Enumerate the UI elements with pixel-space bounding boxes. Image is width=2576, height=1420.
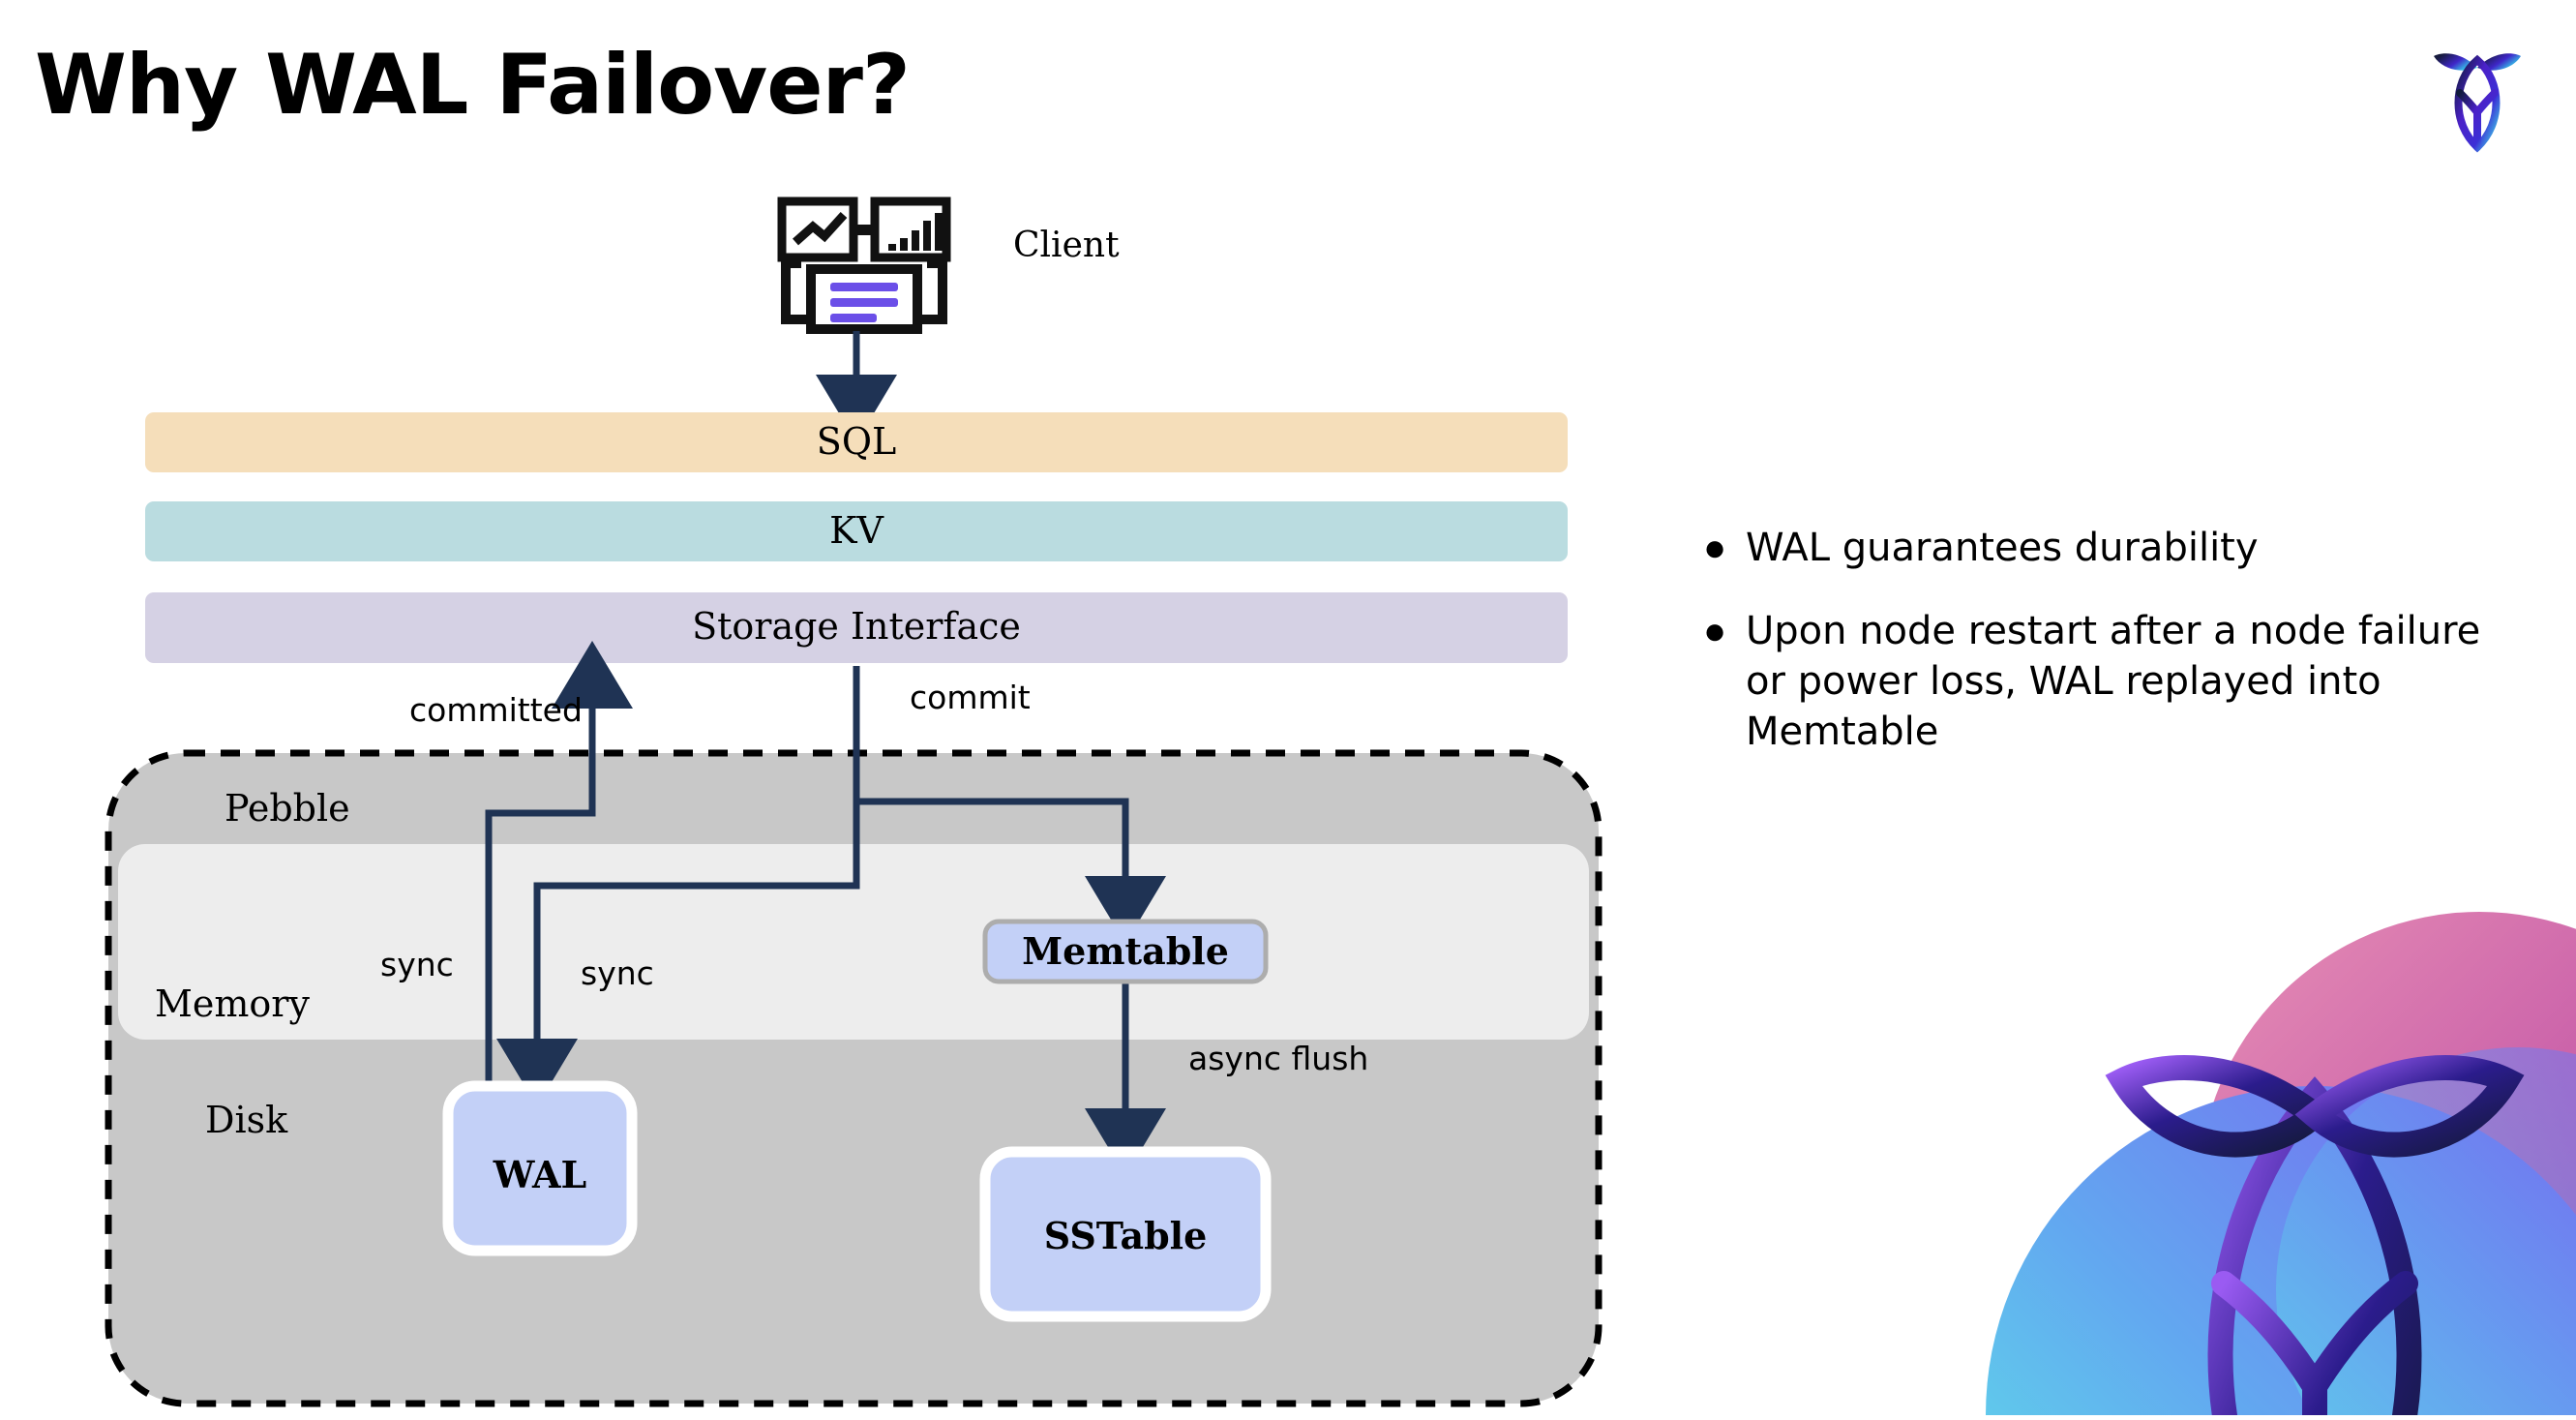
list-item: ● Upon node restart after a node failure… (1703, 606, 2516, 757)
bullet-list: ● WAL guarantees durability ● Upon node … (1703, 523, 2516, 790)
edge-label-async-flush: async flush (1188, 1040, 1368, 1077)
edge-label-sync-left: sync (380, 946, 454, 983)
node-label-memtable: Memtable (1022, 929, 1229, 973)
page-title: Why WAL Failover? (35, 37, 911, 134)
bullet-marker-icon: ● (1703, 527, 1727, 569)
arrow-committed (485, 641, 633, 1200)
layer-bar-kv: KV (145, 501, 1568, 561)
decorative-logo-artwork (1899, 873, 2576, 1415)
layer-bar-sql: SQL (145, 412, 1568, 472)
edge-label-committed: committed (409, 691, 583, 729)
bullet-text: WAL guarantees durability (1746, 526, 2259, 570)
arrow-commit-to-memtable (856, 798, 1166, 944)
node-sstable: SSTable (979, 1146, 1272, 1322)
memory-label: Memory (155, 982, 310, 1025)
client-label: Client (1013, 226, 1120, 265)
cockroachdb-logo (2410, 27, 2545, 163)
node-label-wal: WAL (493, 1153, 586, 1196)
arrow-commit-to-wal (496, 666, 860, 1106)
node-wal: WAL (442, 1080, 638, 1256)
edge-label-commit: commit (910, 679, 1031, 716)
disk-label: Disk (205, 1099, 288, 1141)
client-dashboard-icon (777, 196, 951, 334)
layer-label-sql: SQL (817, 420, 896, 463)
layer-label-storage-interface: Storage Interface (692, 605, 1021, 648)
layer-bar-storage-interface: Storage Interface (145, 592, 1568, 663)
bullet-marker-icon: ● (1703, 610, 1727, 652)
list-item: ● WAL guarantees durability (1703, 523, 2516, 573)
edge-label-sync-right: sync (581, 954, 654, 992)
node-memtable: Memtable (982, 919, 1269, 984)
node-label-sstable: SSTable (1044, 1214, 1208, 1257)
pebble-label: Pebble (225, 787, 350, 830)
bullet-text: Upon node restart after a node failure o… (1746, 609, 2481, 754)
architecture-diagram: Client SQL KV Storage Interface Pebble M… (105, 196, 1603, 1407)
layer-label-kv: KV (829, 509, 884, 552)
